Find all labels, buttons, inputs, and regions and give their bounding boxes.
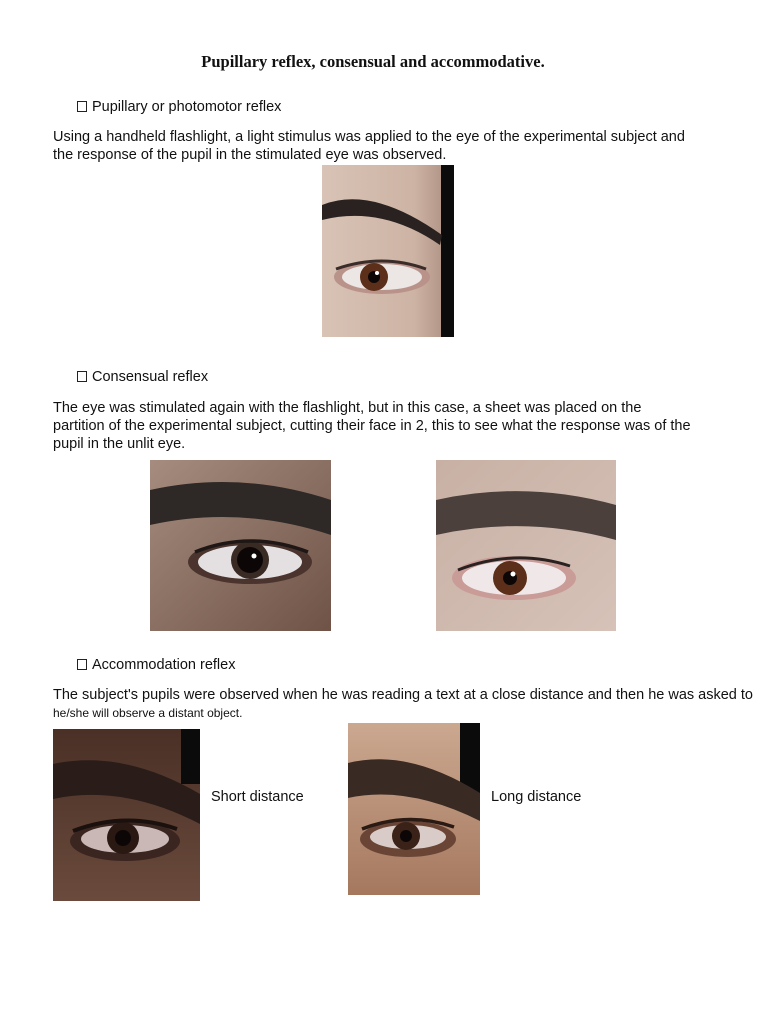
bullet-checkbox-icon xyxy=(77,659,87,670)
paragraph-line: Using a handheld flashlight, a light sti… xyxy=(53,129,685,145)
paragraph-line: the response of the pupil in the stimula… xyxy=(53,147,447,163)
eye-photo-lit xyxy=(436,460,616,631)
caption-short-distance: Short distance xyxy=(211,789,304,805)
paragraph-line: The eye was stimulated again with the fl… xyxy=(53,400,642,416)
section-heading-text: Pupillary or photomotor reflex xyxy=(92,99,282,115)
section-heading-text: Accommodation reflex xyxy=(92,657,236,673)
paragraph-line: The subject's pupils were observed when … xyxy=(53,687,753,703)
bullet-checkbox-icon xyxy=(77,371,87,382)
eye-photo-long-distance xyxy=(348,723,480,895)
paragraph-line: partition of the experimental subject, c… xyxy=(53,418,691,434)
section-heading-text: Consensual reflex xyxy=(92,369,209,385)
eye-photo-stimulated xyxy=(322,165,454,337)
paragraph-line: he/she will observe a distant object. xyxy=(53,706,243,720)
eye-photo-unlit xyxy=(150,460,331,631)
section-paragraph-pupillary: Using a handheld flashlight, a light sti… xyxy=(53,128,685,164)
section-paragraph-accommodation: The subject's pupils were observed when … xyxy=(53,686,753,722)
section-heading-accommodation: Accommodation reflex xyxy=(77,657,235,673)
paragraph-line: pupil in the unlit eye. xyxy=(53,436,186,452)
section-heading-pupillary: Pupillary or photomotor reflex xyxy=(77,99,281,115)
bullet-checkbox-icon xyxy=(77,101,87,112)
caption-long-distance: Long distance xyxy=(491,789,582,805)
section-paragraph-consensual: The eye was stimulated again with the fl… xyxy=(53,399,691,453)
section-heading-consensual: Consensual reflex xyxy=(77,369,208,385)
eye-photo-short-distance xyxy=(53,729,200,901)
page-title: Pupillary reflex, consensual and accommo… xyxy=(201,52,545,71)
